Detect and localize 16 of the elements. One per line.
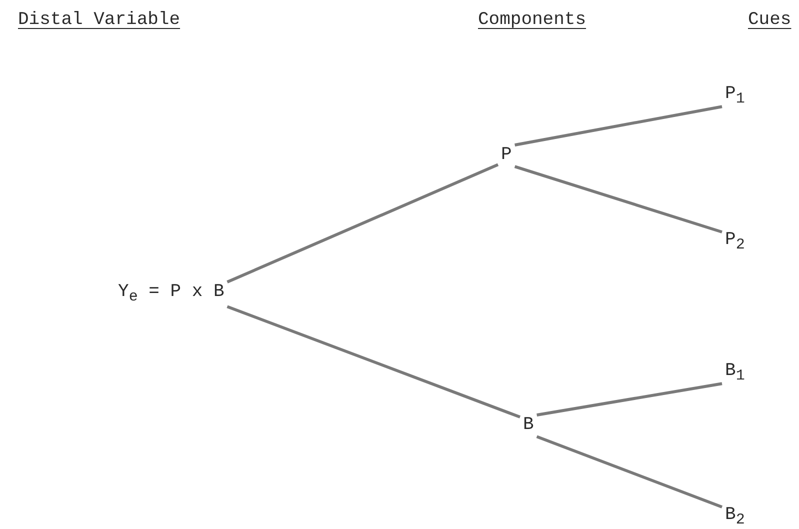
node-label: P	[501, 145, 512, 167]
connector-line	[536, 382, 722, 416]
connector-line	[514, 165, 722, 234]
connector-line	[226, 163, 499, 284]
connector-line	[536, 435, 723, 508]
node-label: P$_{1}$	[725, 84, 745, 109]
node-label: P$_{2}$	[725, 230, 745, 255]
column-heading: Cues	[748, 10, 792, 30]
column-heading: Distal Variable	[18, 10, 180, 30]
node-label: B	[523, 415, 534, 437]
formula-text: Y$_{e}$ = P x B	[118, 282, 224, 307]
connector-line	[514, 105, 722, 146]
column-heading: Components	[478, 10, 586, 30]
connector-line	[226, 305, 521, 418]
node-label: B$_{2}$	[725, 505, 745, 529]
node-label: B$_{1}$	[725, 361, 745, 386]
